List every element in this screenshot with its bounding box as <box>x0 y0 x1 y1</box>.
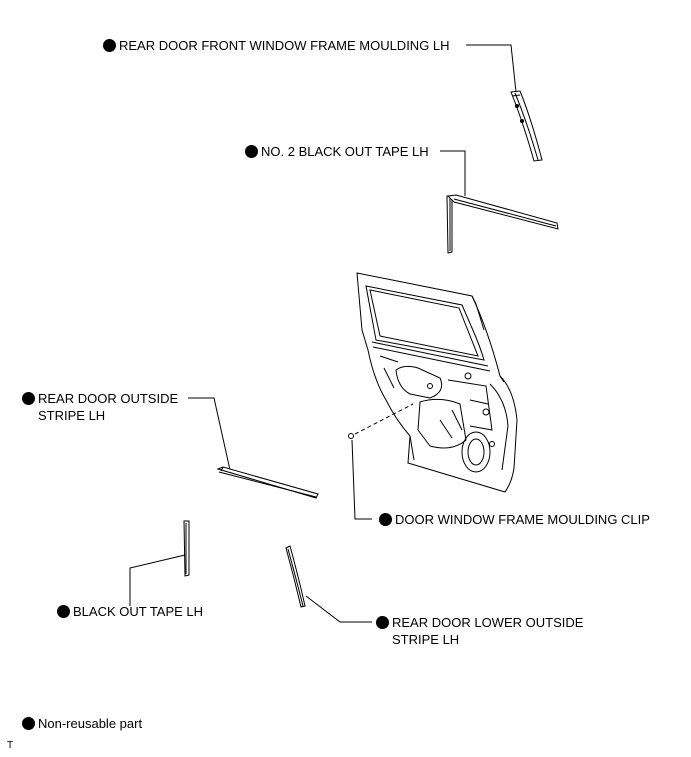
black-out-tape-part <box>184 521 189 576</box>
black-dot-icon <box>22 717 35 730</box>
non-reusable-dot-icon <box>376 616 389 629</box>
rear-door-panel <box>357 273 517 492</box>
label-rear-door-outside-stripe-line2: STRIPE LH <box>38 407 105 424</box>
corner-code: T <box>7 740 13 752</box>
no2-black-out-tape-part <box>447 195 558 253</box>
non-reusable-dot-icon <box>245 145 258 158</box>
non-reusable-dot-icon <box>22 392 35 405</box>
front-window-frame-moulding-part <box>511 91 542 161</box>
label-rear-door-lower-outside-stripe-line2: STRIPE LH <box>392 631 459 648</box>
label-black-out-tape: BLACK OUT TAPE LH <box>57 603 203 620</box>
label-no2-black-out-tape: NO. 2 BLACK OUT TAPE LH <box>245 143 429 160</box>
non-reusable-dot-icon <box>57 605 70 618</box>
legend-text: Non-reusable part <box>38 716 142 731</box>
label-rear-door-lower-outside-stripe: REAR DOOR LOWER OUTSIDE <box>376 614 583 631</box>
rear-door-outside-stripe-part <box>218 467 318 498</box>
non-reusable-dot-icon <box>379 513 392 526</box>
label-door-window-frame-moulding-clip: DOOR WINDOW FRAME MOULDING CLIP <box>379 511 650 528</box>
rear-door-lower-outside-stripe-part <box>286 546 305 607</box>
label-rear-door-outside-stripe: REAR DOOR OUTSIDE <box>22 390 178 407</box>
label-front-window-frame-moulding: REAR DOOR FRONT WINDOW FRAME MOULDING LH <box>103 37 450 54</box>
non-reusable-dot-icon <box>103 39 116 52</box>
legend: Non-reusable part <box>22 715 142 732</box>
